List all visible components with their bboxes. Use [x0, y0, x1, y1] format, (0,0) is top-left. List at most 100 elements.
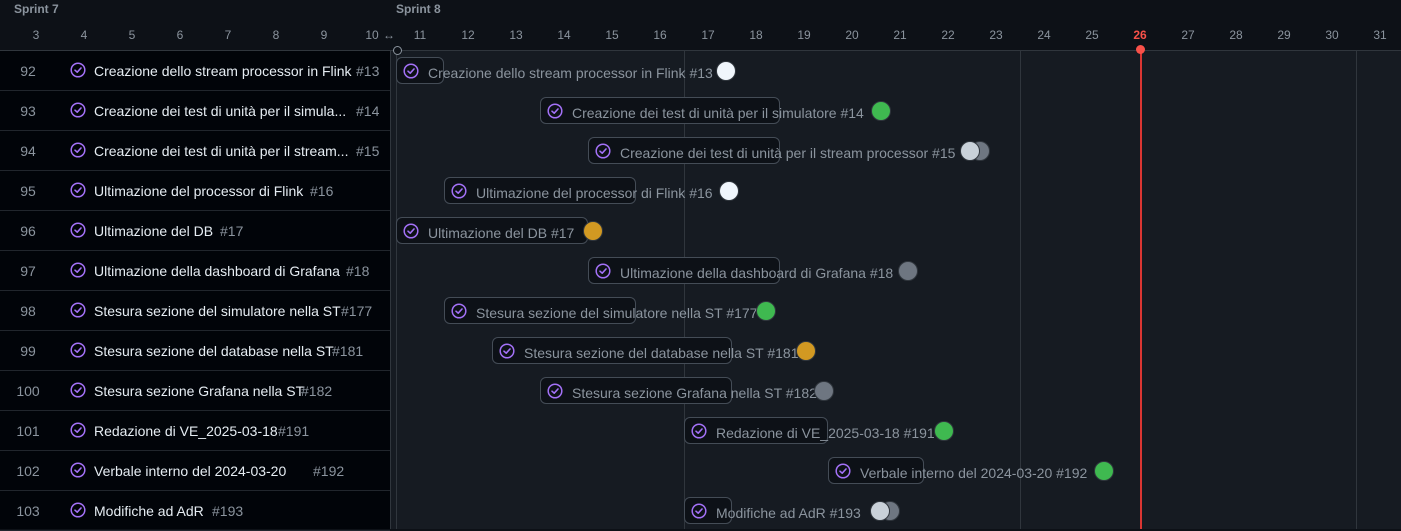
- row-number: 94: [20, 143, 36, 159]
- row-number: 103: [16, 503, 40, 519]
- issue-title[interactable]: Ultimazione della dashboard di Grafana: [94, 263, 340, 279]
- timeline-bar[interactable]: [588, 257, 780, 284]
- assignee-avatar[interactable]: [898, 261, 918, 281]
- day-label-23: 23: [989, 28, 1003, 42]
- timeline-bar[interactable]: [684, 417, 828, 444]
- issue-title[interactable]: Redazione di VE_2025-03-18: [94, 423, 278, 439]
- timeline-bar[interactable]: [396, 217, 588, 244]
- issue-title[interactable]: Modifiche ad AdR: [94, 503, 204, 519]
- bar-label[interactable]: Stesura sezione del simulatore nella ST …: [476, 305, 758, 321]
- row-number: 95: [20, 183, 36, 199]
- issue-closed-icon: [70, 342, 86, 358]
- assignee-avatar[interactable]: [716, 61, 736, 81]
- assignee-avatar[interactable]: [960, 141, 980, 161]
- bar-label[interactable]: Creazione dei test di unità per il simul…: [572, 105, 864, 121]
- issue-row[interactable]: 97 Ultimazione della dashboard di Grafana…: [0, 251, 390, 291]
- row-number: 99: [20, 343, 36, 359]
- assignee-avatar[interactable]: [756, 301, 776, 321]
- issue-title[interactable]: Stesura sezione Grafana nella ST: [94, 383, 305, 399]
- bar-label[interactable]: Stesura sezione Grafana nella ST #182: [572, 385, 817, 401]
- bar-label[interactable]: Ultimazione della dashboard di Grafana #…: [620, 265, 894, 281]
- day-label-14: 14: [557, 28, 571, 42]
- day-label-12: 12: [461, 28, 475, 42]
- issue-closed-icon: [70, 182, 86, 198]
- assignee-avatar[interactable]: [814, 381, 834, 401]
- issue-number: #193: [212, 503, 244, 519]
- day-label-11: 11: [413, 28, 427, 42]
- issue-title[interactable]: Ultimazione del processor di Flink: [94, 183, 304, 199]
- issue-row[interactable]: 94 Creazione dei test di unità per il str…: [0, 131, 390, 171]
- week-divider: [1020, 51, 1021, 529]
- today-line: [1140, 50, 1142, 529]
- issue-title[interactable]: Creazione dello stream processor in Flin…: [94, 63, 352, 79]
- day-label-13: 13: [509, 28, 523, 42]
- issue-closed-icon: [595, 263, 611, 279]
- issue-title[interactable]: Stesura sezione del simulatore nella ST: [94, 303, 341, 319]
- sprint-8-label[interactable]: Sprint 8: [396, 2, 441, 16]
- issue-title[interactable]: Ultimazione del DB: [94, 223, 214, 239]
- timeline-bar[interactable]: [492, 337, 732, 364]
- issue-closed-icon: [70, 302, 86, 318]
- issue-number: #17: [220, 223, 244, 239]
- sprint-7-label[interactable]: Sprint 7: [14, 2, 59, 16]
- issue-closed-icon: [403, 63, 419, 79]
- column-resize-icon[interactable]: ↔: [383, 28, 395, 42]
- timeline-bar[interactable]: [444, 297, 636, 324]
- assignee-avatar[interactable]: [796, 341, 816, 361]
- bar-label[interactable]: Modifiche ad AdR #193: [716, 505, 861, 521]
- day-label-21: 21: [893, 28, 907, 42]
- timeline-bar[interactable]: [540, 97, 780, 124]
- assignee-avatar[interactable]: [870, 501, 890, 521]
- bar-label[interactable]: Stesura sezione del database nella ST #1…: [524, 345, 799, 361]
- issue-closed-icon: [451, 303, 467, 319]
- timeline-bar[interactable]: [444, 177, 636, 204]
- day-label-19: 19: [797, 28, 811, 42]
- day-label-25: 25: [1085, 28, 1099, 42]
- assignee-avatar[interactable]: [719, 181, 739, 201]
- row-number: 97: [20, 263, 36, 279]
- timeline-bar[interactable]: [588, 137, 780, 164]
- issue-title[interactable]: Creazione dei test di unità per il strea…: [94, 143, 349, 159]
- day-label-7: 7: [224, 28, 232, 42]
- issue-closed-icon: [403, 223, 419, 239]
- day-label-22: 22: [941, 28, 955, 42]
- issue-number: #14: [356, 103, 380, 119]
- bar-label[interactable]: Verbale interno del 2024-03-20 #192: [860, 465, 1088, 481]
- row-number: 96: [20, 223, 36, 239]
- issue-title[interactable]: Verbale interno del 2024-03-20: [94, 463, 287, 479]
- bar-label[interactable]: Creazione dei test di unità per il strea…: [620, 145, 956, 161]
- row-number: 100: [16, 383, 40, 399]
- issue-title[interactable]: Creazione dei test di unità per il simul…: [94, 103, 347, 119]
- bar-label[interactable]: Ultimazione del DB #17: [428, 225, 575, 241]
- bar-label[interactable]: Redazione di VE_2025-03-18 #191: [716, 425, 935, 441]
- issue-closed-icon: [70, 102, 86, 118]
- assignee-avatar[interactable]: [1094, 461, 1114, 481]
- issue-closed-icon: [70, 142, 86, 158]
- day-label-4: 4: [80, 28, 88, 42]
- bar-label[interactable]: Creazione dello stream processor in Flin…: [428, 65, 713, 81]
- assignee-avatar[interactable]: [871, 101, 891, 121]
- sprint-divider: [396, 51, 397, 529]
- assignee-avatar[interactable]: [934, 421, 954, 441]
- row-number: 102: [16, 463, 40, 479]
- day-label-16: 16: [653, 28, 667, 42]
- issue-closed-icon: [451, 183, 467, 199]
- week-divider: [1356, 51, 1357, 529]
- assignee-avatar[interactable]: [583, 221, 603, 241]
- timeline-bar[interactable]: [540, 377, 732, 404]
- bar-label[interactable]: Ultimazione del processor di Flink #16: [476, 185, 713, 201]
- day-label-26: 26: [1133, 28, 1147, 42]
- issue-row[interactable]: 96 Ultimazione del DB #17: [0, 211, 390, 251]
- issue-title[interactable]: Stesura sezione del database nella ST: [94, 343, 334, 359]
- issue-row[interactable]: 103 Modifiche ad AdR #193: [0, 491, 390, 531]
